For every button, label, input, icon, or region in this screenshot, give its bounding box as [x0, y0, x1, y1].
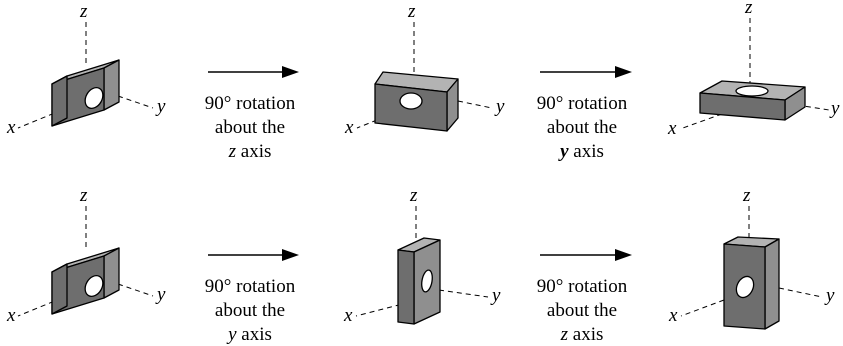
caption-line3: z axis	[560, 324, 604, 345]
block-side-face	[764, 238, 780, 330]
caption-line3: y axis	[558, 141, 604, 162]
y-axis	[438, 289, 489, 298]
caption-line1: 90° rotation	[205, 276, 296, 297]
axis-label-x: x	[6, 117, 16, 138]
axis-label-z: z	[79, 1, 88, 22]
axis-label-y: y	[155, 284, 166, 305]
x-axis	[680, 299, 725, 317]
y-axis	[117, 95, 154, 109]
panel-row2-after-z: z y x	[668, 185, 835, 330]
step-row2-1: 90° rotation about the y axis	[205, 249, 299, 345]
y-axis	[117, 283, 154, 297]
panel-row1-after-z: z y x	[344, 1, 505, 138]
y-axis	[457, 100, 493, 109]
axis-label-x: x	[343, 305, 353, 326]
step-row1-2: 90° rotation about the y axis	[537, 66, 632, 162]
step-row2-2: 90° rotation about the z axis	[537, 249, 632, 345]
caption-line2: about the	[547, 117, 617, 138]
arrow-head	[615, 249, 632, 261]
y-axis	[778, 287, 823, 298]
block-front-face	[699, 92, 786, 121]
axis-label-y: y	[490, 285, 501, 306]
hole	[735, 85, 769, 97]
axis-label-z: z	[79, 185, 88, 206]
hole	[735, 275, 755, 299]
axis-label-y: y	[494, 96, 505, 117]
panel-row2-initial: z y x	[6, 185, 166, 326]
axis-label-z: z	[742, 185, 751, 206]
caption-line1: 90° rotation	[537, 276, 628, 297]
block-side-face	[103, 59, 120, 111]
arrow-head	[282, 249, 299, 261]
axis-label-z: z	[407, 1, 416, 22]
panel-row2-after-y: z y x	[343, 185, 501, 326]
panel-row1-initial: z y x	[6, 1, 166, 138]
axis-label-x: x	[668, 305, 678, 326]
panel-row1-after-y: z y x	[667, 0, 840, 139]
axis-label-x: x	[6, 305, 16, 326]
x-axis	[679, 113, 723, 130]
hole	[399, 92, 423, 110]
hole	[421, 269, 433, 293]
hole	[84, 87, 104, 109]
step-row1-1: 90° rotation about the z axis	[205, 66, 299, 162]
caption-line2: about the	[547, 300, 617, 321]
x-axis	[356, 109, 403, 129]
axis-label-y: y	[829, 98, 840, 119]
caption-line2: about the	[215, 117, 285, 138]
caption-line3: z axis	[228, 141, 272, 162]
axis-label-z: z	[409, 185, 418, 206]
caption-line1: 90° rotation	[205, 93, 296, 114]
block-front-face	[397, 249, 415, 325]
hole	[84, 275, 104, 297]
axis-label-x: x	[667, 118, 677, 139]
axis-label-y: y	[824, 285, 835, 306]
axis-label-x: x	[344, 117, 354, 138]
caption-line1: 90° rotation	[537, 93, 628, 114]
axis-label-z: z	[744, 0, 753, 18]
block-left-face	[51, 75, 68, 127]
arrow-head	[615, 66, 632, 78]
arrow-head	[282, 66, 299, 78]
block-side-face	[103, 247, 120, 299]
x-axis	[17, 109, 63, 129]
caption-line3: y axis	[226, 324, 272, 345]
caption-line2: about the	[215, 300, 285, 321]
axis-label-y: y	[155, 96, 166, 117]
block-left-face	[51, 263, 68, 315]
x-axis	[17, 297, 63, 317]
